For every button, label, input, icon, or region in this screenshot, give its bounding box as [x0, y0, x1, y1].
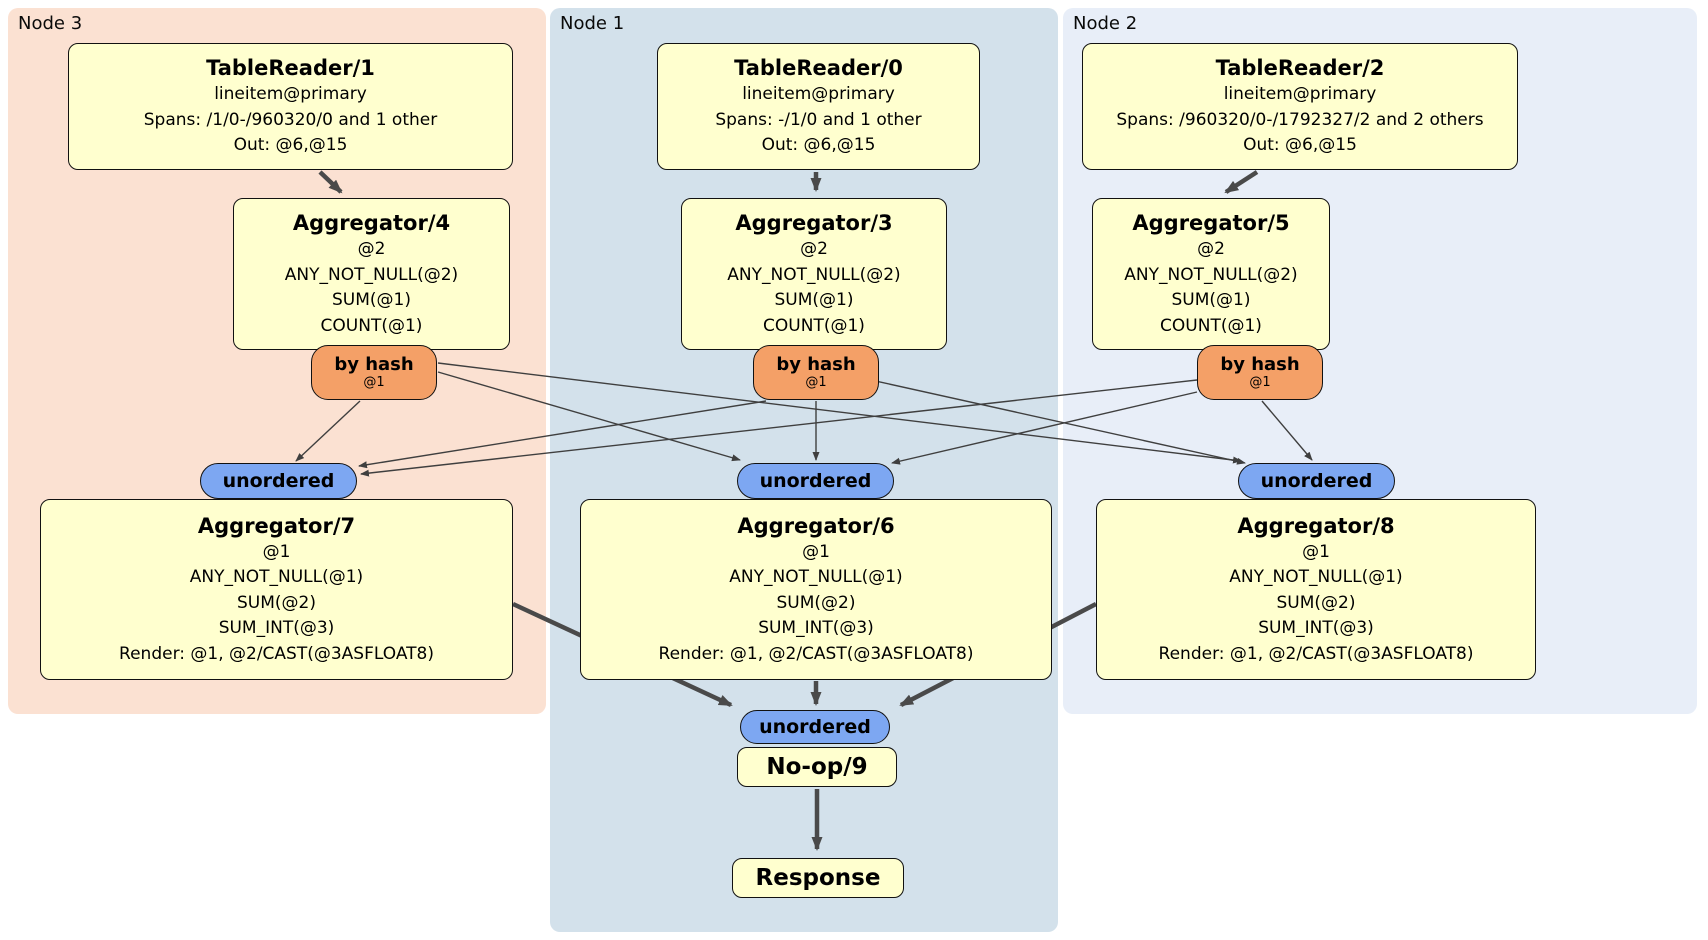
processor-title: TableReader/2	[1215, 56, 1385, 81]
processor-line: Spans: /960320/0-/1792327/2 and 2 others	[1116, 109, 1484, 130]
sync-label: unordered	[1260, 470, 1373, 492]
router-by-hash-left: by hash @1	[311, 345, 437, 400]
processor-line: Out: @6,@15	[761, 135, 876, 156]
processor-line: Out: @6,@15	[233, 135, 348, 156]
sync-unordered-right: unordered	[1238, 463, 1395, 499]
processor-line: ANY_NOT_NULL(@1)	[1229, 567, 1403, 588]
processor-aggregator-5: Aggregator/5 @2 ANY_NOT_NULL(@2) SUM(@1)…	[1092, 198, 1330, 350]
processor-line: Render: @1, @2/CAST(@3ASFLOAT8)	[119, 643, 434, 664]
processor-title: Aggregator/4	[292, 211, 451, 235]
processor-response: Response	[732, 858, 904, 898]
region-node-1-label: Node 1	[560, 13, 625, 34]
sync-label: unordered	[759, 716, 871, 738]
processor-title: TableReader/0	[734, 56, 903, 81]
router-label: by hash	[1220, 354, 1300, 375]
processor-title: Aggregator/5	[1132, 211, 1290, 235]
processor-line: lineitem@primary	[1223, 84, 1377, 105]
processor-line: SUM_INT(@3)	[758, 618, 874, 639]
processor-line: ANY_NOT_NULL(@1)	[729, 567, 903, 588]
processor-line: lineitem@primary	[742, 84, 895, 105]
processor-line: ANY_NOT_NULL(@2)	[1124, 264, 1298, 285]
processor-line: SUM(@1)	[1171, 290, 1251, 310]
processor-line: SUM(@2)	[237, 592, 316, 613]
processor-tablereader-0: TableReader/0 lineitem@primary Spans: -/…	[657, 43, 980, 170]
processor-aggregator-4: Aggregator/4 @2 ANY_NOT_NULL(@2) SUM(@1)…	[233, 198, 510, 350]
router-detail-label: @1	[1249, 375, 1271, 390]
processor-line: @2	[1197, 239, 1225, 259]
processor-title: TableReader/1	[206, 56, 375, 81]
processor-line: Spans: /1/0-/960320/0 and 1 other	[143, 109, 438, 130]
processor-line: lineitem@primary	[214, 84, 367, 105]
processor-line: SUM_INT(@3)	[218, 618, 335, 639]
processor-title: No-op/9	[766, 754, 868, 780]
processor-title: Aggregator/8	[1237, 513, 1395, 538]
processor-aggregator-7: Aggregator/7 @1 ANY_NOT_NULL(@1) SUM(@2)…	[40, 499, 513, 680]
processor-line: @1	[1302, 541, 1330, 562]
processor-line: Out: @6,@15	[1243, 135, 1357, 156]
processor-line: Render: @1, @2/CAST(@3ASFLOAT8)	[1158, 643, 1474, 664]
sync-label: unordered	[759, 470, 872, 492]
sync-label: unordered	[222, 470, 335, 492]
processor-line: SUM_INT(@3)	[1258, 618, 1374, 639]
router-label: by hash	[334, 354, 414, 375]
processor-title: Response	[755, 865, 881, 891]
processor-line: SUM(@1)	[332, 290, 411, 310]
processor-line: COUNT(@1)	[320, 315, 423, 336]
processor-title: Aggregator/7	[197, 513, 356, 538]
processor-line: SUM(@2)	[776, 592, 856, 613]
processor-line: COUNT(@1)	[1160, 315, 1262, 336]
router-label: by hash	[776, 354, 856, 375]
processor-line: @2	[800, 239, 828, 259]
processor-tablereader-2: TableReader/2 lineitem@primary Spans: /9…	[1082, 43, 1518, 170]
processor-line: ANY_NOT_NULL(@1)	[189, 567, 364, 588]
processor-aggregator-8: Aggregator/8 @1 ANY_NOT_NULL(@1) SUM(@2)…	[1096, 499, 1536, 680]
processor-title: Aggregator/6	[737, 513, 895, 538]
processor-aggregator-6: Aggregator/6 @1 ANY_NOT_NULL(@1) SUM(@2)…	[580, 499, 1052, 680]
processor-title: Aggregator/3	[735, 211, 893, 235]
processor-line: ANY_NOT_NULL(@2)	[284, 264, 459, 285]
sync-unordered-final: unordered	[740, 710, 890, 744]
region-node-2-label: Node 2	[1073, 13, 1138, 34]
processor-line: ANY_NOT_NULL(@2)	[727, 264, 901, 285]
processor-line: Render: @1, @2/CAST(@3ASFLOAT8)	[658, 643, 974, 664]
region-node-3-label: Node 3	[18, 13, 83, 34]
processor-noop-9: No-op/9	[737, 747, 897, 787]
processor-line: @1	[802, 541, 830, 562]
router-by-hash-middle: by hash @1	[753, 345, 879, 400]
processor-line: COUNT(@1)	[763, 315, 865, 336]
sync-unordered-left: unordered	[200, 463, 357, 499]
processor-aggregator-3: Aggregator/3 @2 ANY_NOT_NULL(@2) SUM(@1)…	[681, 198, 947, 350]
processor-tablereader-1: TableReader/1 lineitem@primary Spans: /1…	[68, 43, 513, 170]
sync-unordered-middle: unordered	[737, 463, 894, 499]
processor-line: @2	[357, 239, 386, 259]
processor-line: SUM(@2)	[1276, 592, 1356, 613]
processor-line: Spans: -/1/0 and 1 other	[715, 109, 922, 130]
router-by-hash-right: by hash @1	[1197, 345, 1323, 400]
router-detail-label: @1	[805, 375, 827, 390]
processor-line: SUM(@1)	[774, 290, 854, 310]
router-detail-label: @1	[363, 375, 385, 390]
processor-line: @1	[262, 541, 291, 562]
